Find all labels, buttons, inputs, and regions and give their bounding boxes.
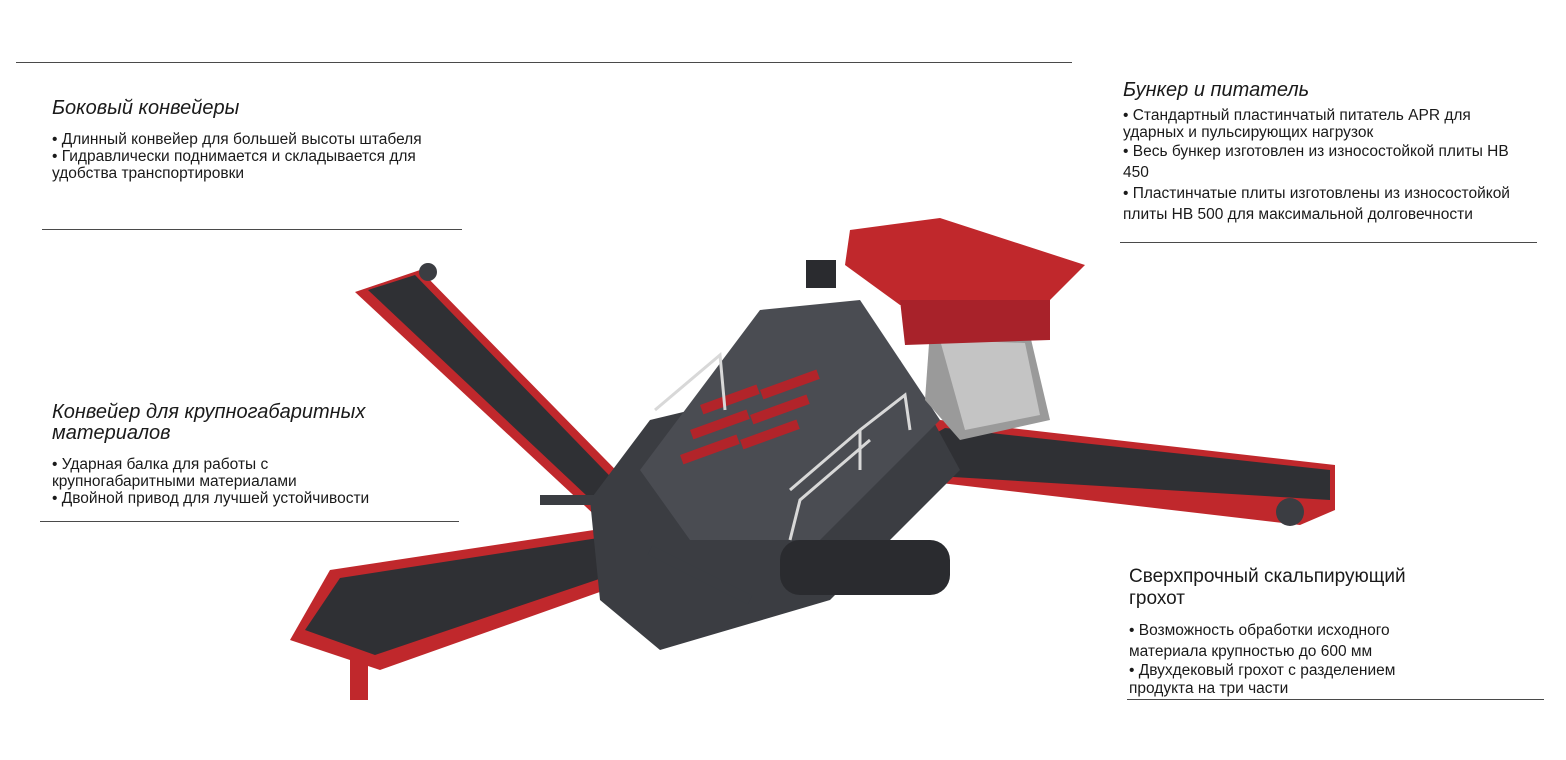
side-conveyor-left-graphic xyxy=(290,520,690,700)
bullet-item: • Весь бункер изготовлен из износостойко… xyxy=(1123,143,1509,181)
bullet-item: • Стандартный пластинчатый питатель APR … xyxy=(1123,107,1471,141)
scalping-screen-divider xyxy=(1127,699,1544,700)
bullet-list: • Ударная балка для работы с крупногабар… xyxy=(52,456,369,507)
oversize-conveyor-divider xyxy=(40,521,459,522)
power-unit-graphic xyxy=(925,330,1050,440)
section-title: Конвейер для крупногабаритных материалов xyxy=(52,401,366,444)
bullet-item: • Двойной привод для лучшей устойчивости xyxy=(52,490,370,507)
bullet-list: • Возможность обработки исходного матери… xyxy=(1129,620,1429,698)
screen-graphic xyxy=(640,300,940,540)
section-side-conveyors: Боковый конвейеры • Длинный конвейер для… xyxy=(52,97,472,183)
side-conveyor-right-graphic xyxy=(905,420,1335,526)
walkway-railing-graphic xyxy=(654,351,912,541)
bullet-item: • Возможность обработки исходного матери… xyxy=(1129,622,1390,660)
bullet-item: • Длинный конвейер для большей высоты шт… xyxy=(52,131,422,148)
bullet-item: • Гидравлически поднимается и складывает… xyxy=(52,148,416,182)
bullet-item: • Ударная балка для работы с крупногабар… xyxy=(52,456,297,490)
top-divider xyxy=(16,62,1072,63)
hopper-feeder-divider xyxy=(1120,242,1537,243)
bullet-item: • Двухдековый грохот с разделением проду… xyxy=(1129,662,1396,697)
section-title: Сверхпрочный скальпирующий грохот xyxy=(1129,566,1406,609)
bullet-item: • Пластинчатые плиты изготовлены из изно… xyxy=(1123,185,1510,223)
bullet-list: • Стандартный пластинчатый питатель APR … xyxy=(1123,107,1533,225)
section-scalping-screen: Сверхпрочный скальпирующий грохот • Возм… xyxy=(1129,566,1449,698)
bullet-list: • Длинный конвейер для большей высоты шт… xyxy=(52,131,472,182)
section-oversize-conveyor: Конвейер для крупногабаритных материалов… xyxy=(52,401,412,508)
section-hopper-feeder: Бункер и питатель • Стандартный пластинч… xyxy=(1123,80,1533,225)
hopper-graphic xyxy=(806,218,1085,345)
section-title: Боковый конвейеры xyxy=(52,97,240,119)
side-conveyors-divider xyxy=(42,229,462,230)
section-title: Бункер и питатель xyxy=(1123,79,1310,101)
oversize-conveyor-graphic xyxy=(355,263,650,520)
